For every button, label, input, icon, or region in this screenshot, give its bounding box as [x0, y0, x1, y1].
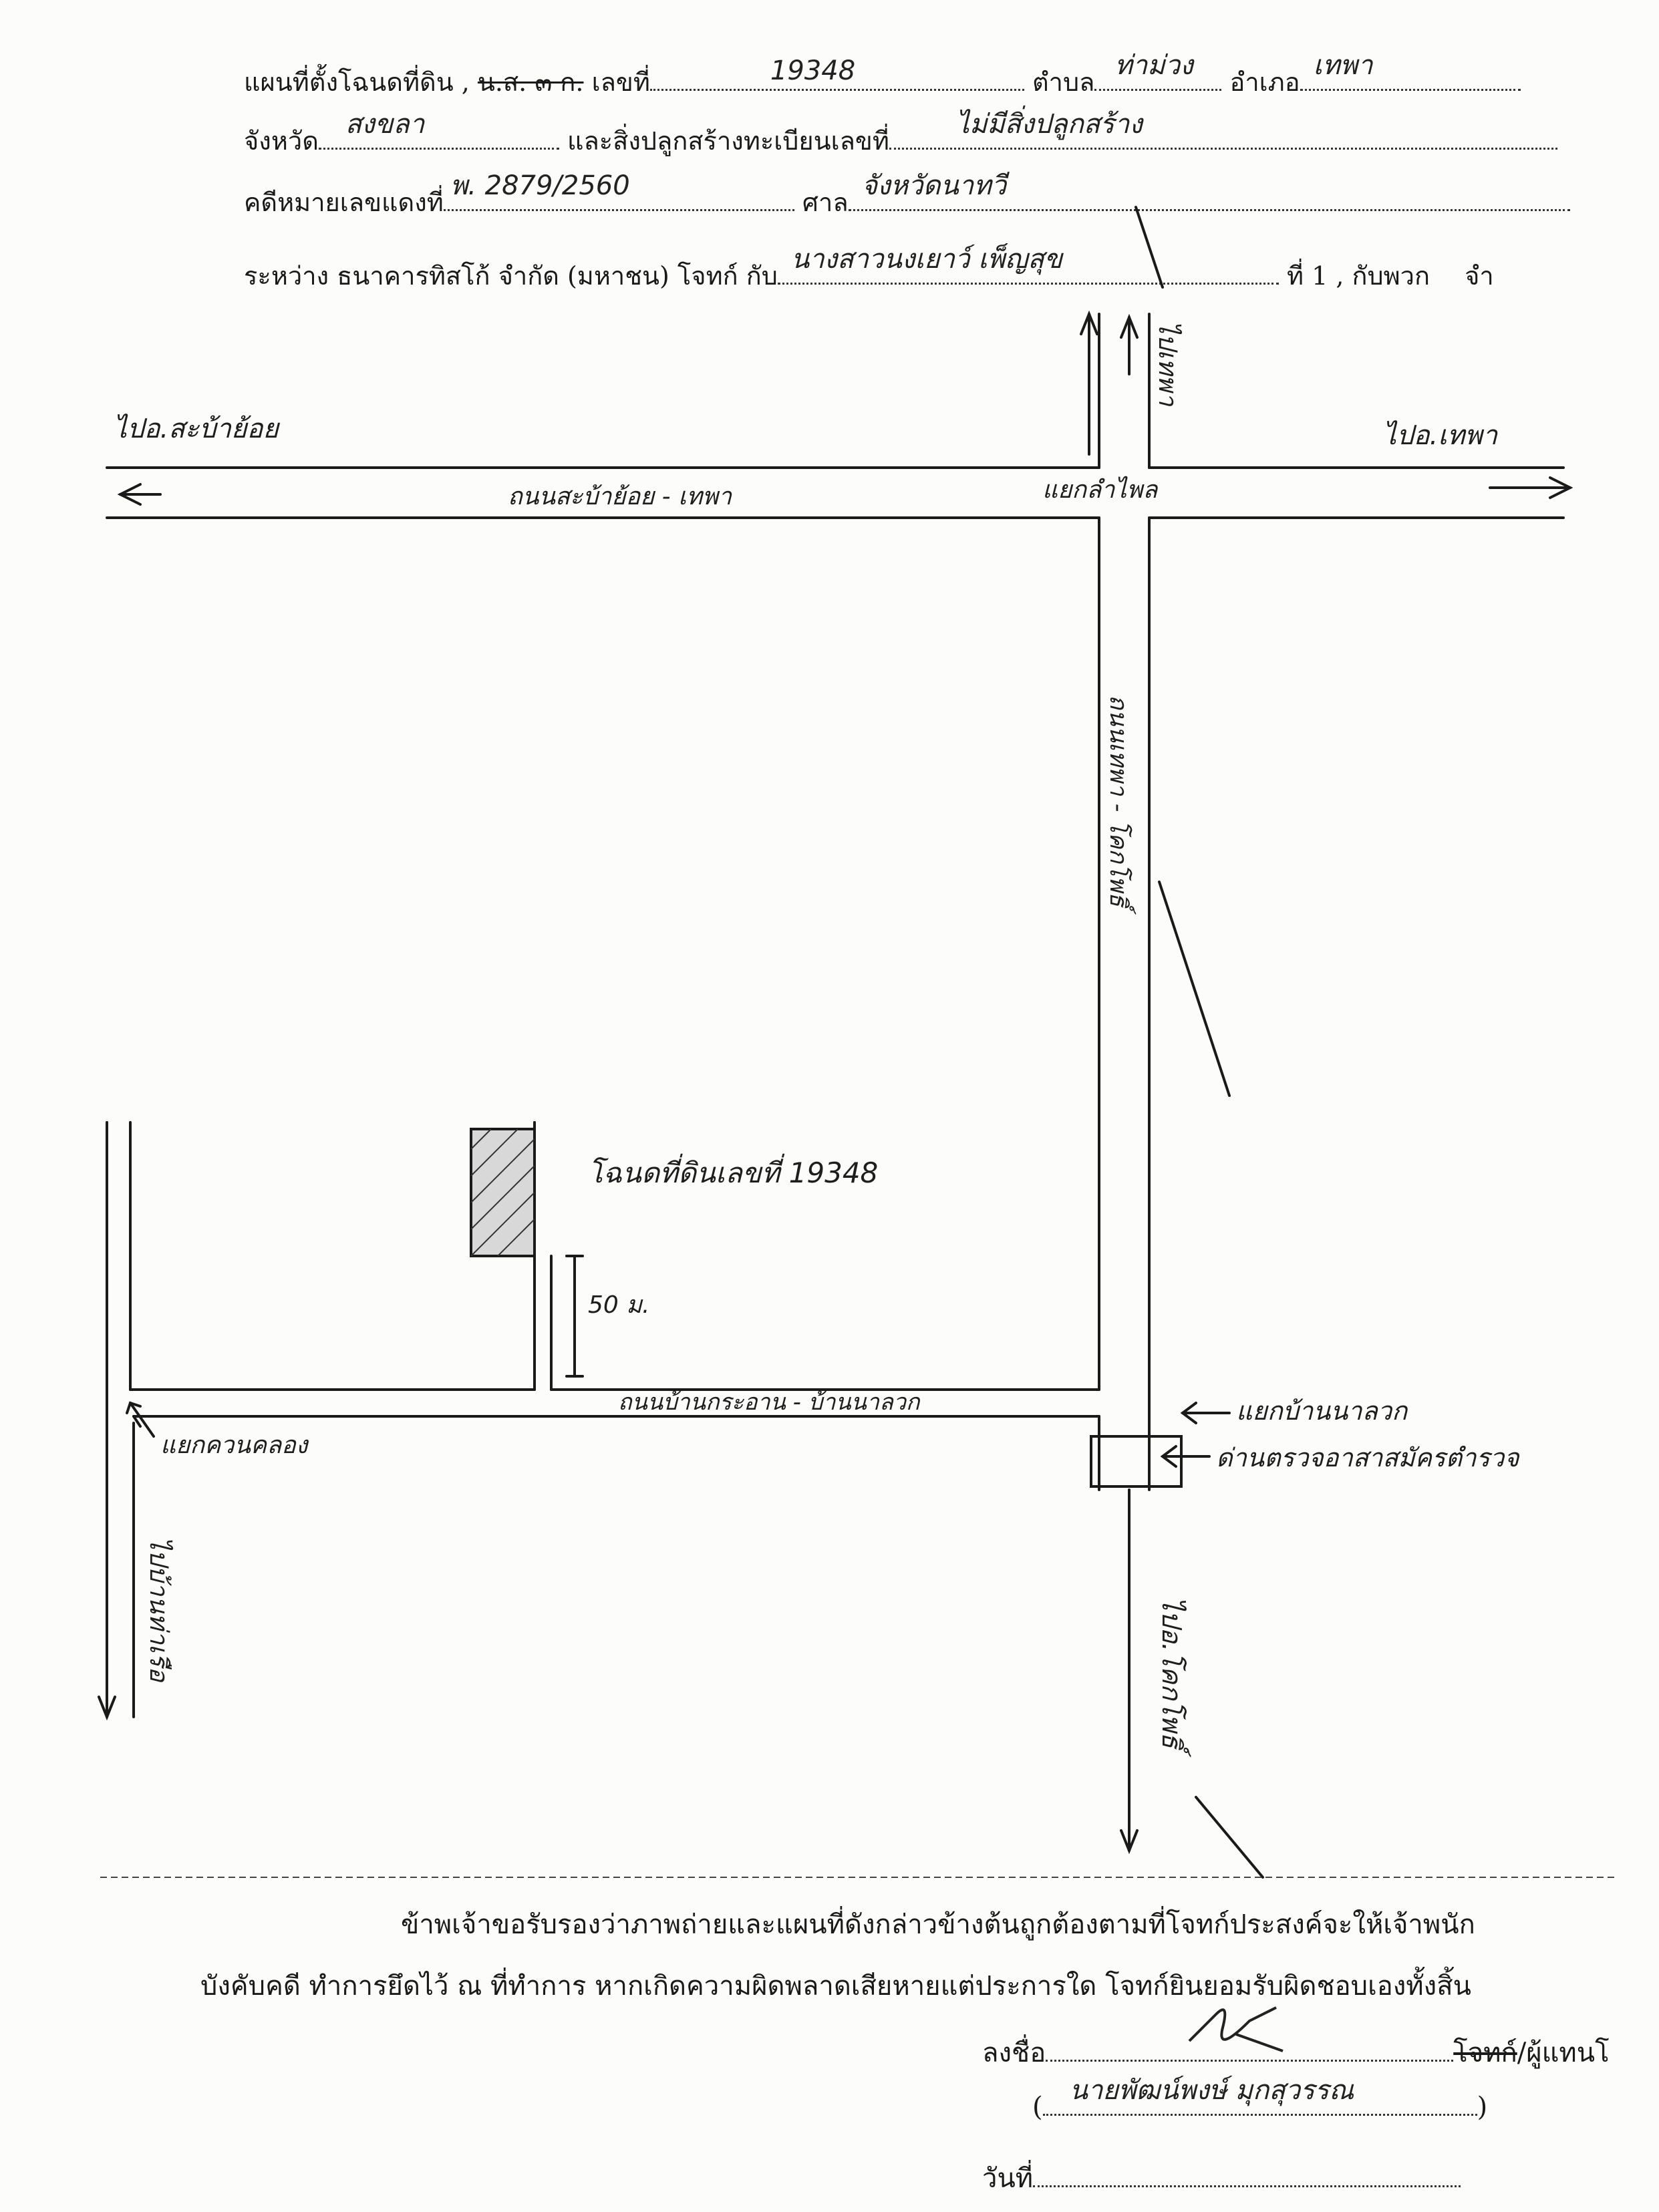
label-main-road: ถนนสะบ้าย้อย - เทพา [508, 483, 733, 510]
province-value: สงขลา [345, 109, 425, 140]
parties-text: ระหว่าง ธนาคารทิสโก้ จำกัด (มหาชน) โจทก์… [244, 261, 778, 291]
header-title: แผนที่ตั้งโฉนดที่ดิน , [244, 67, 470, 97]
header-line-2: จังหวัด สงขลา และสิ่งปลูกสร้างทะเบียนเลขท… [244, 109, 1557, 161]
tambon-value: ท่าม่วง [1114, 50, 1193, 81]
parties-tail: ที่ 1 , กับพวก [1286, 261, 1430, 291]
label-to-south: ไปอ.โคกโพธิ์ [1156, 1597, 1191, 1758]
deed-no-label: เลขที่ [591, 67, 650, 97]
court-value: จังหวัดนาทวี [861, 170, 1007, 201]
certification-line-2: บังคับคดี ทำการยึดไว้ ณ ที่ทำการ หากเกิด… [200, 1971, 1471, 2002]
signature-line: ลงชื่อ โจทก์/ผู้แทนโ [982, 2031, 1610, 2074]
certification-line-1: ข้าพเจ้าขอรับรองว่าภาพถ่ายและแผนที่ดังกล… [401, 1909, 1475, 1940]
struck-role: โจทก์ [1453, 2038, 1517, 2068]
role-rest: /ผู้แทนโ [1517, 2038, 1610, 2068]
label-police: ด่านตรวจอาสาสมัครตำรวจ [1216, 1443, 1520, 1472]
label-plot: โฉนดที่ดินเลขที่ 19348 [588, 1153, 878, 1189]
name-close: ) [1477, 2092, 1488, 2122]
name-open: ( [1032, 2092, 1043, 2122]
label-distance: 50 ม. [588, 1291, 649, 1319]
sign-label: ลงชื่อ [982, 2038, 1046, 2068]
signature-name-line: ( นายพัฒน์พงษ์ มุกสุวรรณ) [1032, 2075, 1488, 2122]
header-line-3: คดีหมายเลขแดงที่พ. 2879/2560 ศาล จังหวัดน… [244, 170, 1570, 222]
amphoe-value: เทพา [1313, 50, 1373, 81]
label-vertical-road: ถนนเทพา - โคกโพธิ์ [1104, 695, 1137, 915]
date-label: วันที่ [982, 2163, 1034, 2194]
building-label: และสิ่งปลูกสร้างทะเบียนเลขที่ [567, 126, 889, 156]
building-value: ไม่มีสิ่งปลูกสร้าง [955, 109, 1143, 140]
signatory-name: นายพัฒน์พงษ์ มุกสุวรรณ [1069, 2075, 1354, 2106]
header-line-1: แผนที่ตั้งโฉนดที่ดิน , น.ส. ๓ ก. เลขที่ 1… [244, 50, 1521, 102]
case-label: คดีหมายเลขแดงที่ [244, 188, 444, 217]
label-junction-east: แยกบ้านนาลวก [1236, 1396, 1408, 1426]
case-value: พ. 2879/2560 [450, 170, 630, 201]
police-box [1090, 1435, 1183, 1488]
province-label: จังหวัด [244, 126, 319, 156]
tambon-label: ตำบล [1032, 67, 1095, 97]
label-to-south-west: ไปบ้านท่าเรือ [144, 1537, 174, 1683]
parties-cut: จำ [1465, 261, 1494, 291]
label-junction-west: แยกควนคลอง [160, 1432, 309, 1459]
struck-doc-type: น.ส. ๓ ก. [477, 67, 584, 97]
label-to-north: ไปเทพา [1153, 321, 1183, 407]
label-junction-north: แยกลำไพล [1042, 476, 1159, 504]
defendant-value: นางสาวนงเยาว์ เพ็ญสุข [790, 244, 1063, 275]
label-bottom-road: ถนนบ้านกระอาน - บ้านนาลวก [618, 1389, 921, 1416]
header-line-4: ระหว่าง ธนาคารทิสโก้ จำกัด (มหาชน) โจทก์… [244, 244, 1494, 296]
court-label: ศาล [802, 188, 849, 217]
date-line: วันที่ [982, 2157, 1461, 2199]
amphoe-label: อำเภอ [1229, 67, 1300, 97]
label-to-west: ไปอ.สะบ้าย้อย [114, 414, 280, 444]
label-to-east: ไปอ.เทพา [1383, 420, 1499, 451]
signature-mark [1188, 2006, 1284, 2052]
deed-no-value: 19348 [770, 55, 856, 86]
